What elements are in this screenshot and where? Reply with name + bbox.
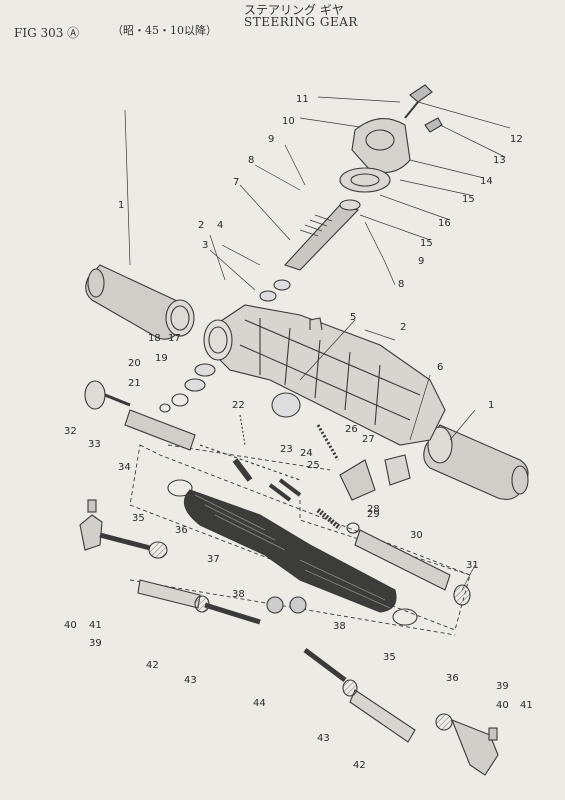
seal-ring xyxy=(392,608,418,626)
callout-32: 32 xyxy=(64,426,77,437)
tie-rod-tube xyxy=(354,529,451,591)
callout-5: 5 xyxy=(350,312,356,323)
callout-43: 43 xyxy=(317,733,330,744)
callout-21: 21 xyxy=(128,378,141,389)
washer-part xyxy=(273,279,291,291)
callout-20: 20 xyxy=(128,358,141,369)
callout-33: 33 xyxy=(88,439,101,450)
callout-15: 15 xyxy=(420,238,433,249)
bushing xyxy=(232,458,253,482)
pinion-shaft xyxy=(284,199,361,271)
callout-39: 39 xyxy=(89,638,102,649)
ring xyxy=(346,522,360,534)
callout-44: 44 xyxy=(253,698,266,709)
support-yoke xyxy=(384,454,411,486)
callout-4: 4 xyxy=(217,220,223,231)
callout-38: 38 xyxy=(232,589,245,600)
spring xyxy=(316,508,342,530)
callout-40: 40 xyxy=(496,700,509,711)
callout-40: 40 xyxy=(64,620,77,631)
callout-38: 38 xyxy=(333,621,346,632)
callout-3: 3 xyxy=(202,240,208,251)
callout-11: 11 xyxy=(296,94,309,105)
callout-34: 34 xyxy=(118,462,131,473)
leader-lines xyxy=(124,96,511,591)
ball-joint xyxy=(289,596,307,614)
callout-22: 22 xyxy=(232,400,245,411)
bushing-set xyxy=(268,478,302,502)
lock-nut xyxy=(148,541,168,559)
washer-part xyxy=(259,290,277,302)
callout-6: 6 xyxy=(437,362,443,373)
callout-24: 24 xyxy=(300,448,313,459)
callout-27: 27 xyxy=(362,434,375,445)
callout-29: 29 xyxy=(367,509,380,520)
right-dust-cover xyxy=(423,424,529,501)
lock-nut xyxy=(435,713,453,731)
callout-28: 28 xyxy=(367,504,380,515)
callout-13: 13 xyxy=(493,155,506,166)
callout-9: 9 xyxy=(418,256,424,267)
callout-19: 19 xyxy=(155,353,168,364)
callout-42: 42 xyxy=(353,760,366,771)
callout-18: 18 xyxy=(148,333,161,344)
pinion-cover-plate xyxy=(339,84,443,193)
callout-42: 42 xyxy=(146,660,159,671)
callout-26: 26 xyxy=(345,424,358,435)
left-tie-rod-end xyxy=(79,499,151,551)
figure-header: FIG 303 Ⓐ （昭・45・10以降） ステアリング ギヤ STEERING… xyxy=(0,0,565,40)
callout-8: 8 xyxy=(398,279,404,290)
callout-16: 16 xyxy=(438,218,451,229)
left-dust-cover xyxy=(85,264,195,340)
title-english: STEERING GEAR xyxy=(244,15,358,29)
callout-36: 36 xyxy=(175,525,188,536)
callout-labels: 1 1 2 2 3 4 5 6 7 8 8 9 9 10 11 12 13 14… xyxy=(64,94,533,771)
gear-housing xyxy=(203,304,446,446)
callout-23: 23 xyxy=(280,444,293,455)
callout-9: 9 xyxy=(268,134,274,145)
callout-14: 14 xyxy=(480,176,493,187)
seal-ring xyxy=(167,479,193,497)
callout-7: 7 xyxy=(233,177,239,188)
callout-1: 1 xyxy=(488,400,494,411)
callout-43: 43 xyxy=(184,675,197,686)
adjusting-tube xyxy=(349,689,416,743)
callout-30: 30 xyxy=(410,530,423,541)
plunger-spring xyxy=(316,424,340,461)
callout-31: 31 xyxy=(466,560,479,571)
oil-seal xyxy=(271,392,301,418)
callout-35: 35 xyxy=(132,513,145,524)
callout-15: 15 xyxy=(462,194,475,205)
callout-12: 12 xyxy=(510,134,523,145)
figure-number: FIG 303 Ⓐ xyxy=(14,26,80,40)
tie-rod xyxy=(303,648,347,682)
tie-rod xyxy=(204,602,261,625)
bellows-boot xyxy=(183,489,397,613)
right-tie-rod-end xyxy=(451,719,499,776)
callout-41: 41 xyxy=(520,700,533,711)
callout-36: 36 xyxy=(446,673,459,684)
callout-41: 41 xyxy=(89,620,102,631)
pin xyxy=(239,414,246,446)
callout-17: 17 xyxy=(168,333,181,344)
callout-1: 1 xyxy=(118,200,124,211)
ball-joint xyxy=(266,596,284,614)
callout-37: 37 xyxy=(207,554,220,565)
adjusting-screw xyxy=(339,459,376,501)
callout-2: 2 xyxy=(198,220,204,231)
callout-2: 2 xyxy=(400,322,406,333)
title-japanese: ステアリング ギヤ xyxy=(244,3,344,17)
lock-nut xyxy=(453,584,471,606)
callout-39: 39 xyxy=(496,681,509,692)
rack-bar xyxy=(84,380,301,481)
figure-date-range: （昭・45・10以降） xyxy=(112,24,217,37)
callout-10: 10 xyxy=(282,116,295,127)
adjusting-tube xyxy=(137,579,201,609)
callout-25: 25 xyxy=(307,460,320,471)
callout-8: 8 xyxy=(248,155,254,166)
callout-35: 35 xyxy=(383,652,396,663)
